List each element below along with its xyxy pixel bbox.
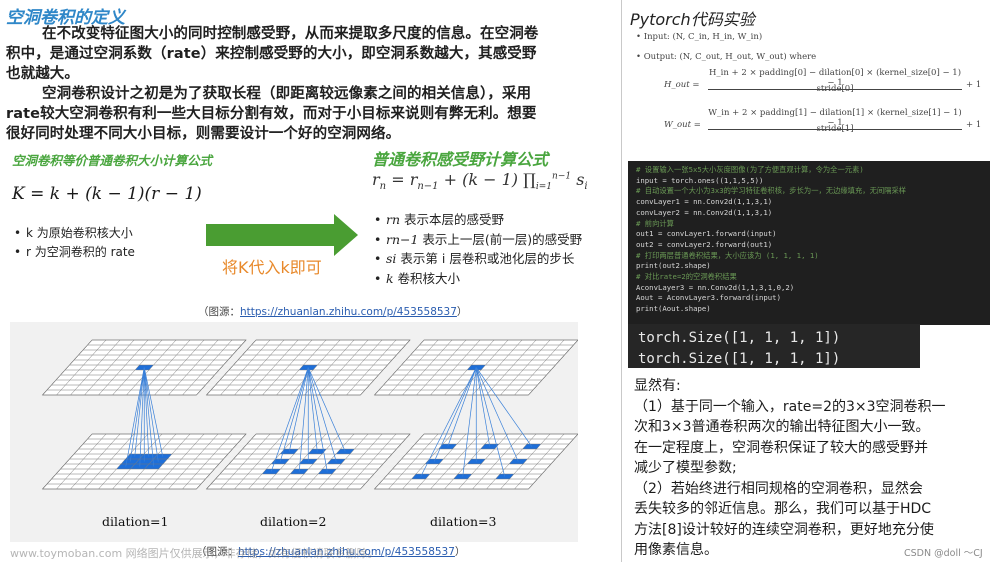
input-shape: • Input: (N, C_in, H_in, W_in) bbox=[636, 32, 763, 42]
code-line: # 自动设置一个大小为3x3的学习特征卷积核，步长为一，无边缘填充，无间隔采样 bbox=[636, 186, 907, 196]
dilation-figure: dilation=1 dilation=2 dilation=3 bbox=[10, 322, 579, 542]
code-lines: # 设置输入一张5x5大小灰度图像(为了方便直观计算，令为全一元素)input … bbox=[636, 165, 982, 315]
caption-dilation-2: dilation=2 bbox=[260, 514, 327, 529]
dilation-grids bbox=[41, 339, 579, 490]
arrow-label: 将K代入k即可 bbox=[222, 258, 322, 277]
code-line: out2 = convLayer2.forward(out1) bbox=[636, 239, 773, 249]
right-arrow-icon bbox=[206, 214, 358, 256]
output-line: torch.Size([1, 1, 1, 1]) bbox=[638, 351, 841, 367]
para2-line: rate较大空洞卷积有利一些大目标分割有效，而对于小目标来说则有弊无利。想要 bbox=[6, 106, 537, 122]
receptive-field-title: 普通卷积感受野计算公式 bbox=[372, 150, 549, 169]
source-link[interactable]: https://zhuanlan.zhihu.com/p/453558537 bbox=[238, 546, 455, 558]
equiv-formula: K = k + (k − 1)(r − 1) bbox=[12, 184, 202, 204]
code-line: AconvLayer3 = nn.Conv2d(1,1,3,1,0,2) bbox=[636, 282, 795, 292]
h-out-numerator: H_in + 2 × padding[0] − dilation[0] × (k… bbox=[708, 68, 962, 90]
dilation-grid bbox=[373, 339, 579, 490]
conclusion-line: 方法[8]设计较好的连续空洞卷积，更好地充分使 bbox=[634, 521, 934, 538]
rf-bullet: rn 表示本层的感受野 bbox=[372, 210, 582, 230]
caption-dilation-1: dilation=1 bbox=[102, 514, 169, 529]
caption-dilation-3: dilation=3 bbox=[430, 514, 497, 529]
image-source-top: （图源：https://zhuanlan.zhihu.com/p/4535585… bbox=[198, 306, 468, 318]
section-title-pytorch: Pytorch代码实验 bbox=[630, 10, 755, 29]
conclusion-line: 在一定程度上，空洞卷积保证了较大的感受野并 bbox=[634, 439, 928, 456]
code-line: # 设置输入一张5x5大小灰度图像(为了方便直观计算，令为全一元素) bbox=[636, 165, 864, 174]
code-line: # 对比rate=2的空洞卷积结果 bbox=[636, 272, 737, 282]
code-line: input = torch.ones((1,1,5,5)) bbox=[636, 175, 764, 185]
conclusion-text: 显然有: （1）基于同一个输入，rate=2的3×3空洞卷积一 次和3×3普通卷… bbox=[634, 376, 996, 561]
section-title-dilated-conv: 空洞卷积的定义 bbox=[6, 8, 125, 28]
image-source-bottom: （图源：https://zhuanlan.zhihu.com/p/4535585… bbox=[196, 546, 466, 558]
dilation-grid bbox=[41, 339, 247, 490]
conclusion-line: 用像素信息。 bbox=[634, 542, 718, 558]
column-divider bbox=[621, 0, 622, 562]
h-out-plus: + 1 bbox=[966, 80, 982, 90]
equiv-formula-title: 空洞卷积等价普通卷积大小计算公式 bbox=[12, 153, 213, 168]
csdn-watermark: CSDN @doll ～CJ bbox=[904, 548, 983, 559]
code-line: # 打印两层普通卷积结果，大小应该为 (1, 1, 1, 1) bbox=[636, 250, 819, 260]
conclusion-line: （2）若始终进行相同规格的空洞卷积，显然会 bbox=[634, 480, 923, 497]
w-out-denominator: stride[1] bbox=[816, 124, 854, 134]
h-out-lhs: H_out = bbox=[664, 80, 700, 90]
output-shape: • Output: (N, C_out, H_out, W_out) where bbox=[636, 52, 817, 62]
source-link[interactable]: https://zhuanlan.zhihu.com/p/453558537 bbox=[240, 306, 457, 318]
w-out-numerator: W_in + 2 × padding[1] − dilation[1] × (k… bbox=[708, 108, 962, 130]
rf-bullets: rn 表示本层的感受野 rn−1 表示上一层(前一层)的感受野 si 表示第 i… bbox=[372, 210, 582, 288]
bullet-k: k 为原始卷积核大小 bbox=[12, 224, 135, 243]
dilation-grid bbox=[205, 339, 411, 490]
conclusion-line: 减少了模型参数; bbox=[634, 460, 737, 476]
watermark: www.toymoban.com 网络图片仅供展示，非存储，如有侵权请联系删除。 bbox=[10, 547, 379, 560]
para1-line: 积中，是通过空洞系数（rate）来控制感受野的大小，即空洞系数越大，其感受野 bbox=[6, 46, 537, 62]
conclusion-line: 丢失较多的邻近信息。那么，我们可以基于HDC bbox=[634, 501, 932, 517]
rf-bullet: si 表示第 i 层卷积或池化层的步长 bbox=[372, 249, 582, 269]
rf-bullet: k 卷积核大小 bbox=[372, 269, 582, 289]
code-line: convLayer1 = nn.Conv2d(1,1,3,1) bbox=[636, 197, 773, 207]
console-output: torch.Size([1, 1, 1, 1]) torch.Size([1, … bbox=[628, 324, 920, 368]
conclusion-line: （1）基于同一个输入，rate=2的3×3空洞卷积一 bbox=[634, 398, 946, 415]
definition-paragraph: 在不改变特征图大小的同时控制感受野，从而来提取多尺度的信息。在空洞卷 积中，是通… bbox=[6, 24, 616, 144]
code-line: print(Aout.shape) bbox=[636, 304, 711, 314]
para2-line: 很好同时处理不同大小目标，则需要设计一个好的空洞网络。 bbox=[6, 126, 401, 142]
para2-line: 空洞卷积设计之初是为了获取长程（即距离较远像素之间的相关信息），采用 bbox=[42, 86, 532, 102]
output-line: torch.Size([1, 1, 1, 1]) bbox=[638, 330, 841, 346]
code-line: Aout = AconvLayer3.forward(input) bbox=[636, 293, 781, 303]
code-line: out1 = convLayer1.forward(input) bbox=[636, 229, 777, 239]
conclusion-line: 次和3×3普通卷积两次的输出特征图大小一致。 bbox=[634, 419, 930, 435]
code-block: # 设置输入一张5x5大小灰度图像(为了方便直观计算，令为全一元素)input … bbox=[628, 161, 990, 325]
bullet-r: r 为空洞卷积的 rate bbox=[12, 243, 135, 262]
w-out-lhs: W_out = bbox=[664, 120, 701, 130]
code-line: # 前向计算 bbox=[636, 218, 674, 228]
h-out-denominator: stride[0] bbox=[816, 84, 854, 94]
rf-bullet: rn−1 表示上一层(前一层)的感受野 bbox=[372, 230, 582, 250]
code-line: convLayer2 = nn.Conv2d(1,1,3,1) bbox=[636, 207, 773, 217]
para1-line: 在不改变特征图大小的同时控制感受野，从而来提取多尺度的信息。在空洞卷 bbox=[42, 26, 539, 42]
conclusion-line: 显然有: bbox=[634, 378, 681, 394]
receptive-field-formula: rn = rn−1 + (k − 1) ∏i=1n−1 si bbox=[372, 170, 588, 193]
w-out-plus: + 1 bbox=[966, 120, 982, 130]
equiv-bullets: k 为原始卷积核大小 r 为空洞卷积的 rate bbox=[12, 224, 135, 262]
shape-formula-panel: • Input: (N, C_in, H_in, W_in) • Output:… bbox=[636, 28, 992, 136]
code-line: print(out2.shape) bbox=[636, 261, 711, 271]
para1-line: 也就越大。 bbox=[6, 66, 79, 82]
